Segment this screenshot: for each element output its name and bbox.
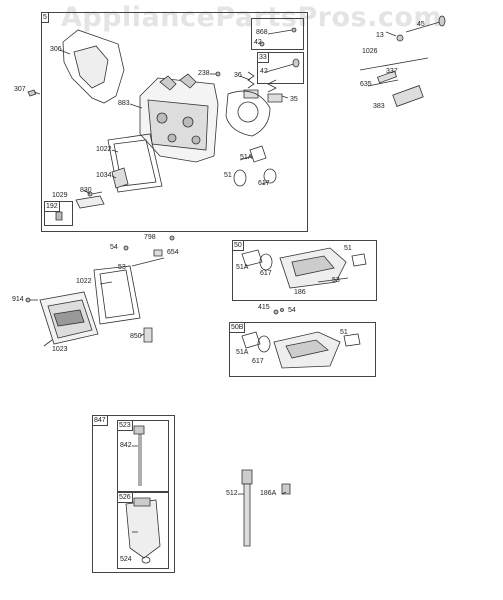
- group-tag-192: 192: [44, 201, 60, 212]
- group-box-847: [92, 415, 175, 573]
- group-box-868-42: [251, 18, 304, 50]
- group-box-50: [232, 240, 377, 301]
- shroud-306-inner: [74, 46, 108, 88]
- label-617-upper: 617: [258, 180, 270, 187]
- label-524: 524: [120, 556, 132, 563]
- group-box-523: [117, 420, 169, 492]
- label-512: 512: [226, 490, 238, 497]
- part-1034: [112, 168, 128, 188]
- label-1029: 1029: [52, 192, 68, 199]
- valve-gasket-round: [226, 91, 270, 136]
- label-45: 45: [417, 21, 425, 28]
- label-53-upper: 53: [118, 264, 126, 271]
- group-tag-523: 523: [117, 420, 133, 431]
- label-654: 654: [167, 249, 179, 256]
- label-1026: 1026: [362, 48, 378, 55]
- label-868: 868: [256, 29, 268, 36]
- label-238: 238: [198, 70, 210, 77]
- label-1023: 1023: [52, 346, 68, 353]
- label-1022-lower: 1022: [76, 278, 92, 285]
- label-617-in-50b: 617: [252, 358, 264, 365]
- group-tag-33: 33: [257, 52, 269, 63]
- label-850: 850: [130, 333, 142, 340]
- label-415: 415: [258, 304, 270, 311]
- group-tag-5: 5: [41, 12, 49, 23]
- group-box-33: [257, 52, 304, 84]
- label-306: 306: [50, 46, 62, 53]
- group-box-5: [41, 12, 308, 232]
- label-1034: 1034: [96, 172, 112, 179]
- label-53-in-50: 53: [332, 277, 340, 284]
- spring-36: [248, 72, 254, 88]
- group-tag-50b: 50B: [229, 322, 246, 333]
- label-337: 337: [386, 68, 398, 75]
- label-635: 635: [360, 81, 372, 88]
- label-1022-upper: 1022: [96, 146, 112, 153]
- label-51-in-50: 51: [344, 245, 352, 252]
- label-54-lower: 54: [288, 307, 296, 314]
- label-617-in-50: 617: [260, 270, 272, 277]
- label-51a-in-50b: 51A: [236, 349, 249, 356]
- gasket-1022b: [94, 266, 140, 324]
- label-307: 307: [14, 86, 26, 93]
- label-13: 13: [376, 32, 384, 39]
- label-842: 842: [120, 442, 132, 449]
- label-830: 830: [80, 187, 92, 194]
- bolt-307: [28, 90, 36, 96]
- plate-1029: [76, 196, 104, 208]
- label-186: 186: [294, 289, 306, 296]
- label-42-upper: 42: [254, 39, 262, 46]
- label-36: 36: [234, 72, 242, 79]
- label-914: 914: [12, 296, 24, 303]
- label-54-upper: 54: [110, 244, 118, 251]
- label-883: 883: [118, 100, 130, 107]
- tube-526: [126, 500, 160, 558]
- label-42-lower: 42: [260, 68, 268, 75]
- group-tag-526: 526: [117, 492, 133, 503]
- group-tag-847: 847: [92, 415, 108, 426]
- label-798: 798: [144, 234, 156, 241]
- label-383: 383: [373, 103, 385, 110]
- label-51-upper: 51: [224, 172, 232, 179]
- label-51a-in-50: 51A: [236, 264, 249, 271]
- group-tag-50: 50: [232, 240, 244, 251]
- group-box-526: [117, 492, 169, 569]
- label-35: 35: [290, 96, 298, 103]
- label-186a: 186A: [260, 490, 277, 497]
- label-51-in-50b: 51: [340, 329, 348, 336]
- label-51a-upper: 51A: [240, 154, 253, 161]
- group-box-50b: [229, 322, 376, 377]
